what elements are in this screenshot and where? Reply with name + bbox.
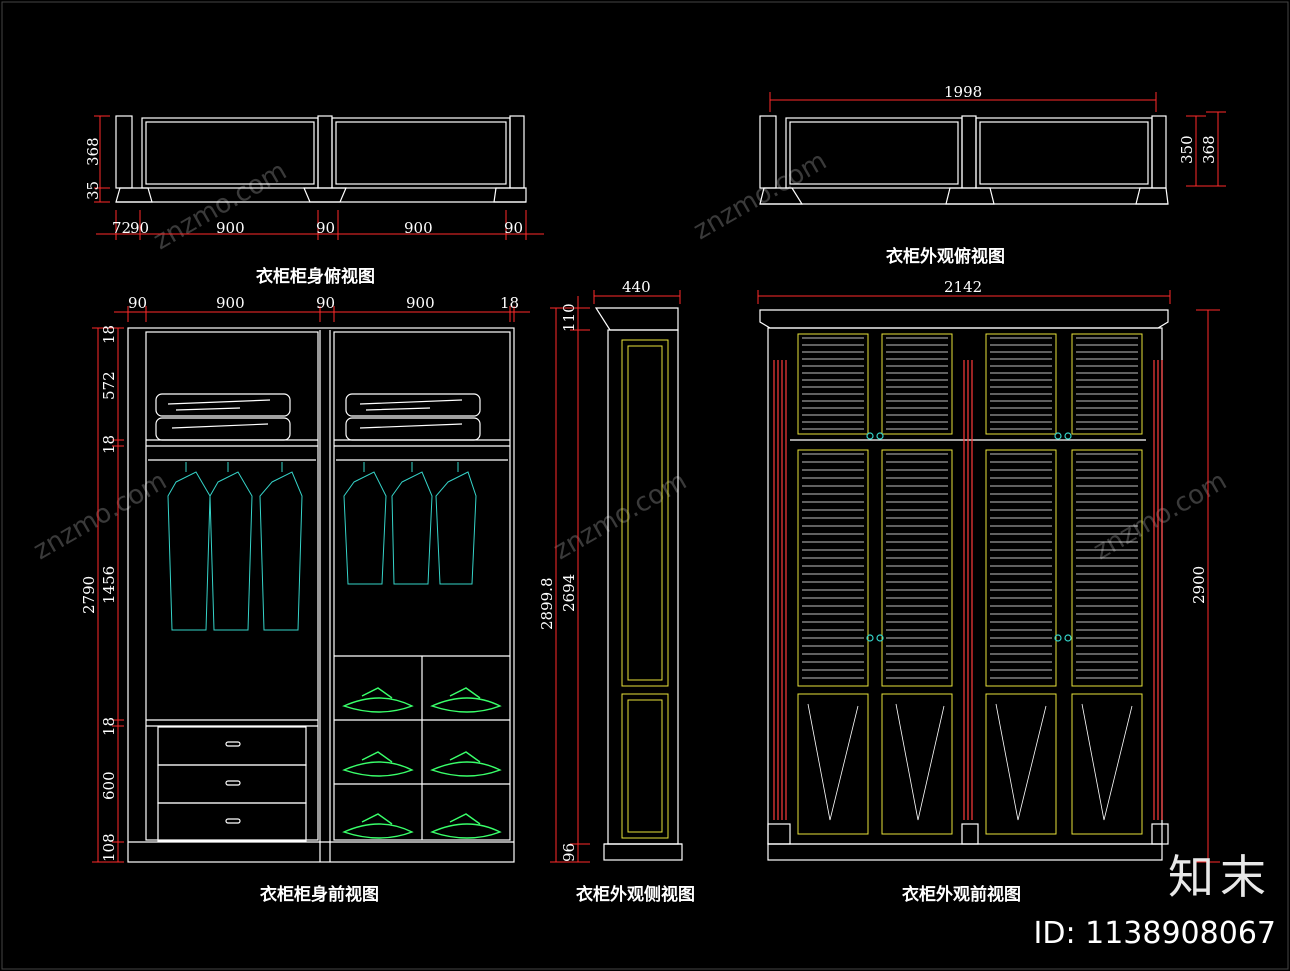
dim-label: 18 bbox=[100, 717, 118, 736]
title-exterior-front-view: 衣柜外观前视图 bbox=[902, 885, 1021, 905]
dim-label: 350 bbox=[1178, 135, 1196, 164]
dim-label: 368 bbox=[1200, 135, 1218, 164]
exterior-top-dims bbox=[769, 92, 1226, 187]
dim-label: 900 bbox=[216, 219, 245, 237]
watermark-group: znzmo.com znzmo.com znzmo.com znzmo.com … bbox=[29, 146, 1232, 566]
dim-label: 1456 bbox=[100, 566, 118, 604]
exterior-top-view bbox=[759, 115, 1169, 205]
dim-label: 572 bbox=[100, 371, 118, 400]
hanging-clothes bbox=[167, 462, 477, 631]
dim-label: 2790 bbox=[80, 576, 98, 614]
dim-label: 90 bbox=[316, 219, 335, 237]
dim-label: 18 bbox=[100, 325, 118, 344]
title-body-top-view: 衣柜柜身俯视图 bbox=[256, 267, 375, 287]
dim-label: 2900 bbox=[1190, 566, 1208, 604]
dim-label: 90 bbox=[128, 294, 147, 312]
body-front-view bbox=[127, 327, 515, 863]
dim-label: 2899.8 bbox=[538, 578, 556, 631]
body-top-dim-text: 72 90 900 90 900 90 368 35 bbox=[84, 137, 523, 237]
dim-label: 600 bbox=[100, 771, 118, 800]
exterior-top-dim-text: 1998 350 368 bbox=[944, 83, 1218, 164]
dim-label: 110 bbox=[560, 303, 578, 332]
exterior-front-louvers bbox=[802, 337, 1138, 679]
exterior-side-panels bbox=[621, 339, 669, 839]
dim-label: 96 bbox=[560, 843, 578, 862]
dim-label: 368 bbox=[84, 137, 102, 166]
dim-label: 18 bbox=[100, 435, 118, 454]
exterior-front-dim-text: 2142 2900 bbox=[944, 278, 1208, 604]
dim-label: 90 bbox=[504, 219, 523, 237]
dim-label: 90 bbox=[130, 219, 149, 237]
brand-logo: 知末 bbox=[1168, 850, 1272, 904]
dim-label: 900 bbox=[404, 219, 433, 237]
watermark-text: znzmo.com bbox=[1089, 466, 1232, 566]
id-label: ID: 1138908067 bbox=[1033, 916, 1276, 951]
exterior-side-dim-text: 440 110 2694 96 2899.8 bbox=[538, 278, 651, 862]
body-front-dim-text: 90 900 90 900 18 18 572 18 1456 18 600 1… bbox=[80, 294, 519, 862]
dim-label: 1998 bbox=[944, 83, 982, 101]
dim-label: 900 bbox=[406, 294, 435, 312]
body-top-view bbox=[115, 115, 527, 203]
folded-clothes bbox=[342, 687, 502, 839]
dim-label: 72 bbox=[112, 219, 131, 237]
dim-label: 90 bbox=[316, 294, 335, 312]
dim-label: 18 bbox=[500, 294, 519, 312]
dim-label: 900 bbox=[216, 294, 245, 312]
exterior-front-lower-glass bbox=[807, 703, 1133, 821]
exterior-front-dims bbox=[757, 290, 1220, 863]
body-front-dims bbox=[92, 306, 530, 863]
dim-label: 108 bbox=[100, 833, 118, 862]
title-exterior-side-view: 衣柜外观侧视图 bbox=[576, 885, 695, 905]
title-exterior-top-view: 衣柜外观俯视图 bbox=[886, 247, 1005, 267]
exterior-side-view bbox=[594, 307, 683, 861]
exterior-side-dims bbox=[550, 290, 681, 863]
body-top-dims bbox=[94, 115, 544, 240]
exterior-front-pilasters bbox=[773, 360, 1163, 820]
exterior-front-doors bbox=[797, 333, 1143, 835]
watermark-text: znzmo.com bbox=[29, 466, 172, 566]
dim-label: 2142 bbox=[944, 278, 982, 296]
dim-label: 2694 bbox=[560, 574, 578, 612]
exterior-front-knobs bbox=[866, 432, 1072, 642]
watermark-text: znzmo.com bbox=[149, 156, 292, 256]
title-body-front-view: 衣柜柜身前视图 bbox=[260, 885, 379, 905]
dim-label: 35 bbox=[84, 181, 102, 200]
dim-label: 440 bbox=[622, 278, 651, 296]
watermark-text: znzmo.com bbox=[549, 466, 692, 566]
